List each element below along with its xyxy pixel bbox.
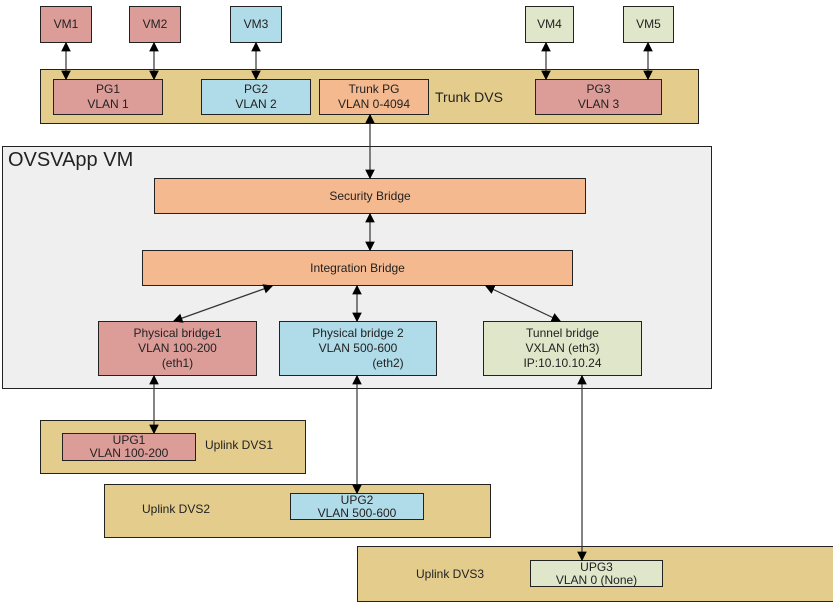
upg2-name: UPG2 xyxy=(340,492,374,507)
upg1-vlan: VLAN 100-200 xyxy=(89,446,169,460)
bridge2-vlan: VLAN 500-600 xyxy=(318,341,398,355)
vm4[interactable]: VM4 xyxy=(525,6,574,43)
arrow-int-phys1 xyxy=(172,284,274,323)
vm3[interactable]: VM3 xyxy=(230,6,282,43)
arrow-int-tunnel xyxy=(484,285,562,322)
uplink-dvs2-label: Uplink DVS2 xyxy=(142,502,211,516)
upg3-vlan: VLAN 0 (None) xyxy=(555,572,638,587)
trunk-pg-name: Trunk PG xyxy=(348,82,400,96)
trunk-pg-vlan: VLAN 0-4094 xyxy=(337,97,411,111)
vm5[interactable]: VM5 xyxy=(623,6,674,43)
bridge2-title: Physical bridge 2 xyxy=(312,326,404,340)
bridge2-iface: (eth2) xyxy=(372,356,404,370)
ovsvapp-title: OVSVApp VM xyxy=(8,149,134,171)
tunnel-ip: IP:10.10.10.24 xyxy=(523,356,602,370)
pg3-name: PG3 xyxy=(586,82,611,96)
vm5-label: VM5 xyxy=(636,17,661,31)
upg3-name: UPG3 xyxy=(580,559,613,574)
vm2-label: VM2 xyxy=(142,17,168,31)
pg2-vlan: VLAN 2 xyxy=(235,97,277,111)
bridge1-vlan: VLAN 100-200 xyxy=(138,341,217,355)
bridge1-iface: (eth1) xyxy=(161,356,194,370)
security-bridge[interactable]: Security Bridge xyxy=(154,178,586,214)
vm1-label: VM1 xyxy=(53,17,79,31)
vm1[interactable]: VM1 xyxy=(40,6,92,43)
upg1-name: UPG1 xyxy=(112,433,146,447)
pg1-name: PG1 xyxy=(95,82,120,96)
pg1-vlan: VLAN 1 xyxy=(87,97,129,111)
vm3-label: VM3 xyxy=(243,17,269,31)
trunk-dvs-label: Trunk DVS xyxy=(435,89,503,105)
pg2-name: PG2 xyxy=(243,82,268,96)
vm4-label: VM4 xyxy=(537,17,562,31)
upg2-vlan: VLAN 500-600 xyxy=(317,505,397,520)
uplink-dvs3-label: Uplink DVS3 xyxy=(416,567,485,581)
integration-bridge[interactable]: Integration Bridge xyxy=(142,250,573,286)
tunnel-title: Tunnel bridge xyxy=(526,326,599,340)
uplink-dvs1-label: Uplink DVS1 xyxy=(205,438,274,452)
tunnel-vxlan: VXLAN (eth3) xyxy=(525,341,600,355)
integration-bridge-label: Integration Bridge xyxy=(310,260,405,275)
security-bridge-label: Security Bridge xyxy=(329,188,411,203)
pg3-vlan: VLAN 3 xyxy=(577,97,620,111)
bridge1-title: Physical bridge1 xyxy=(133,326,222,340)
